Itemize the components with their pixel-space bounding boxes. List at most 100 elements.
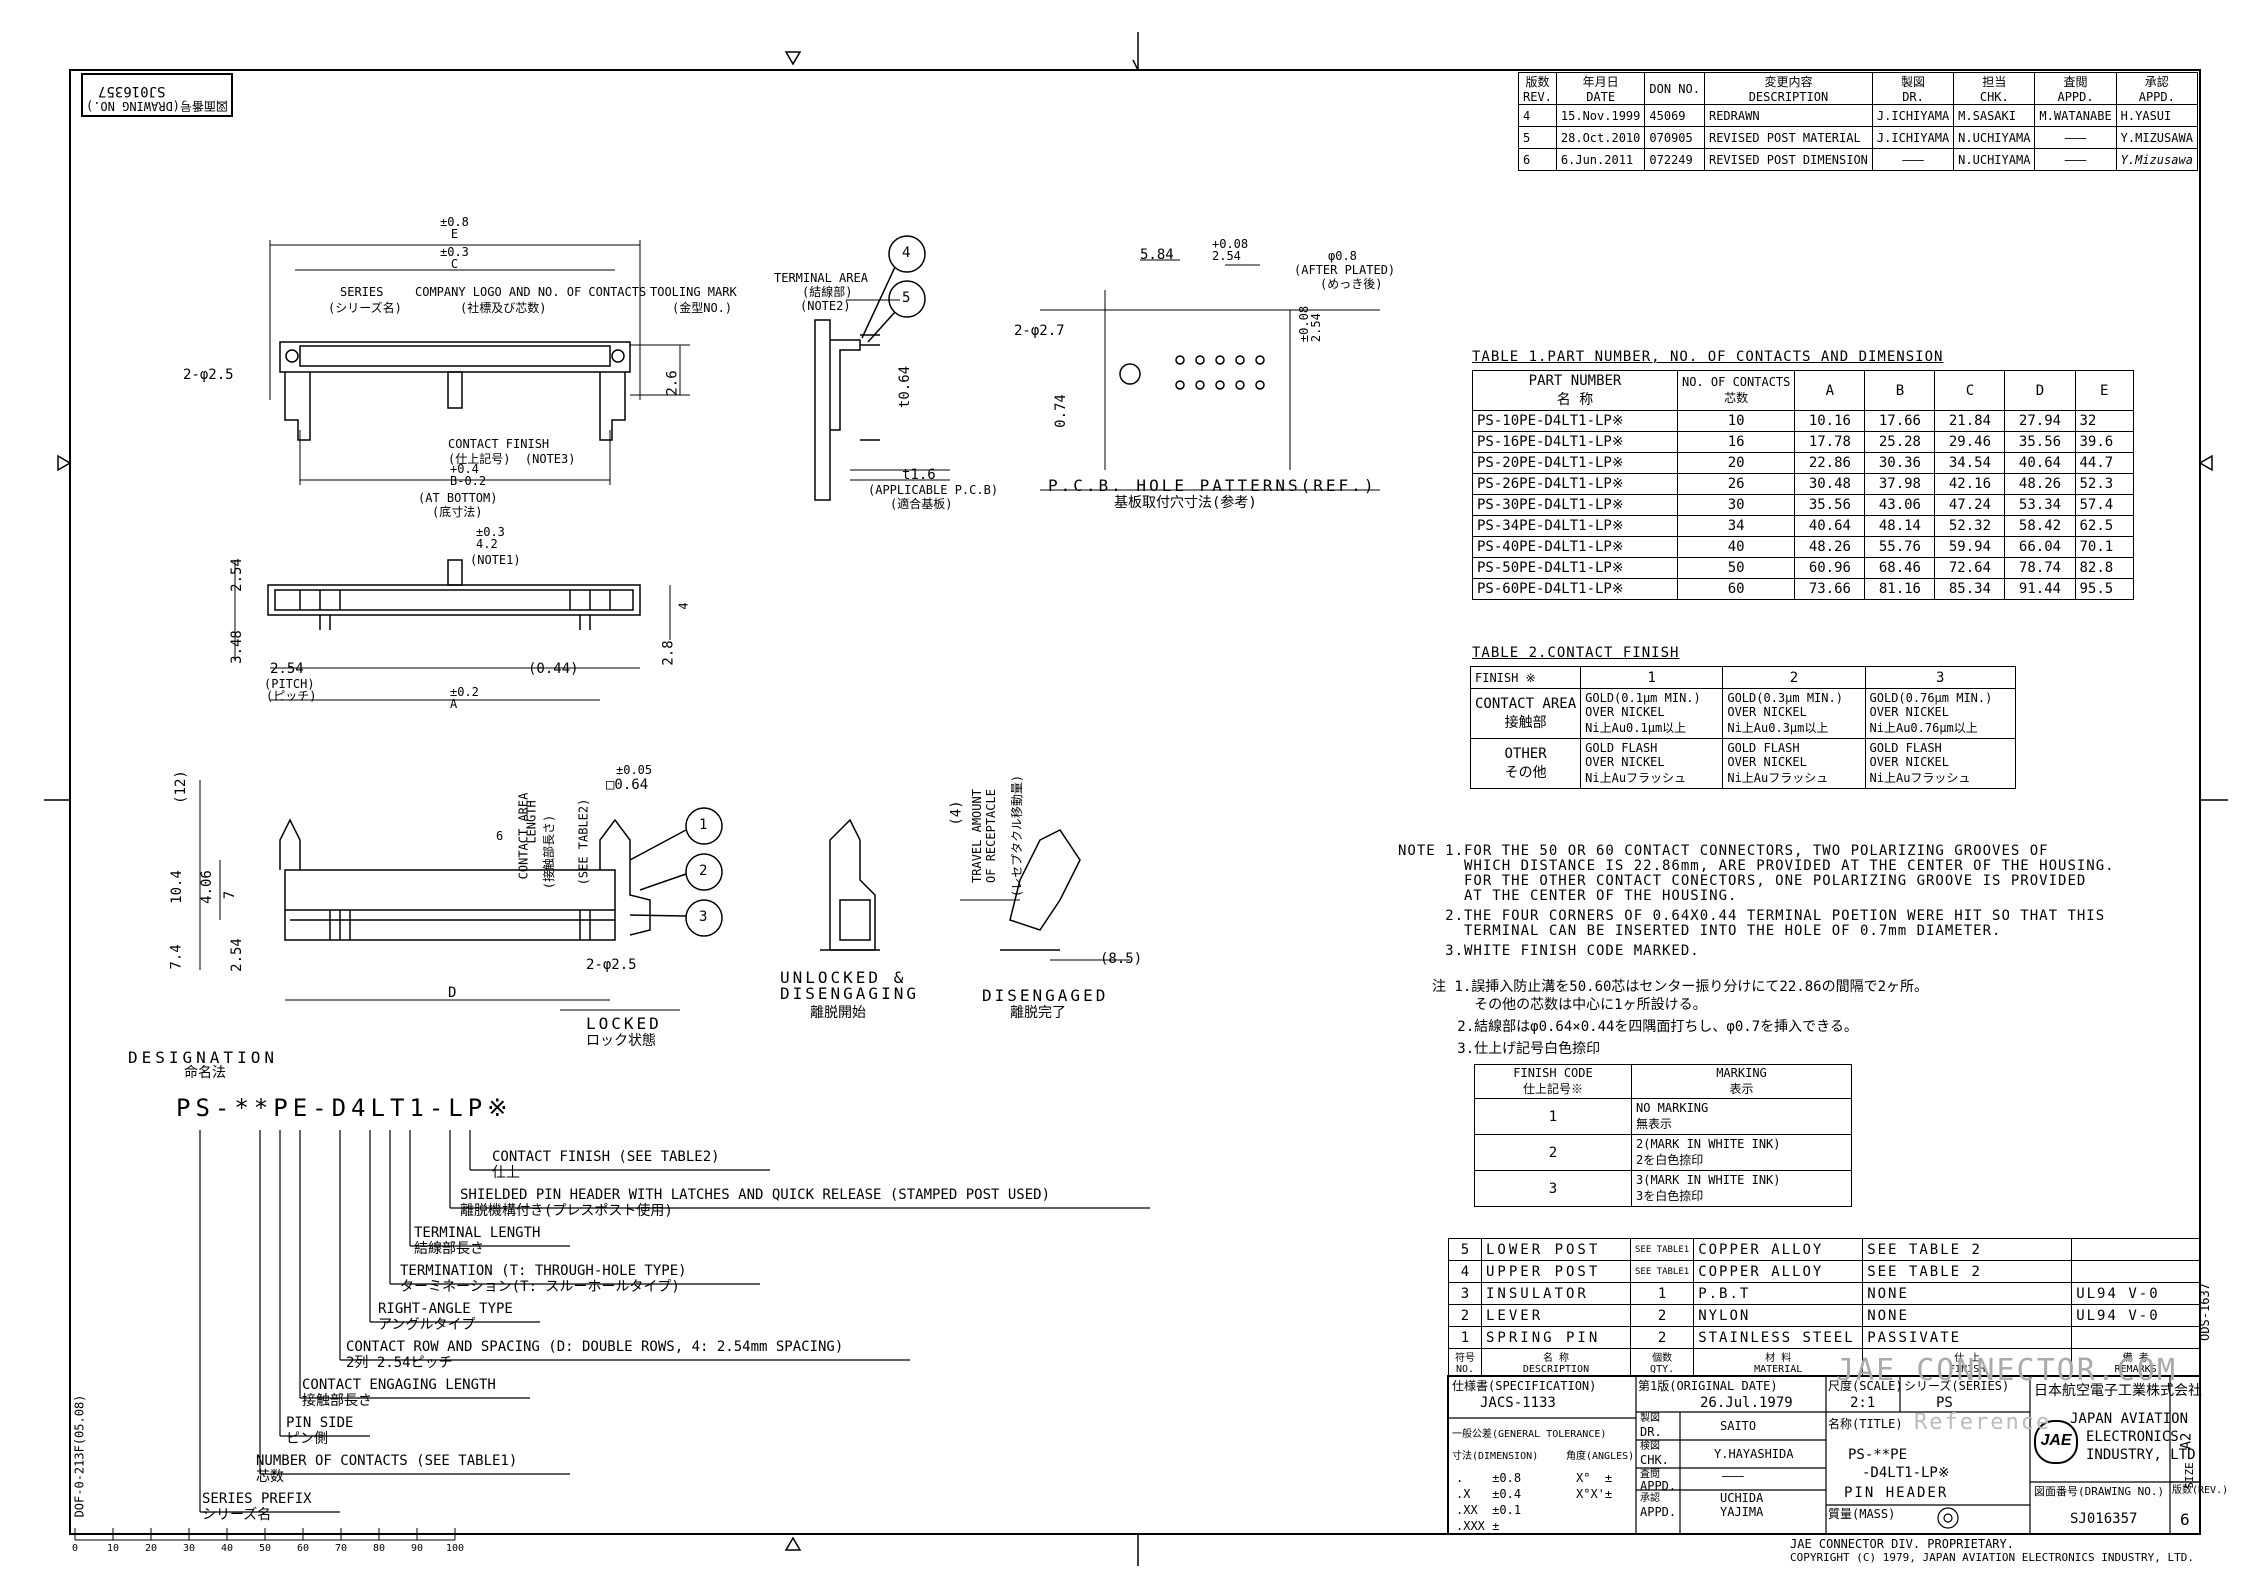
tol-dim-label: 寸法(DIMENSION) [1452, 1451, 1539, 1462]
label-disengaging: DISENGAGING [780, 984, 919, 1003]
label-travel-1: TRAVEL AMOUNT [969, 789, 984, 883]
designation-item-3-ja: 結線部長さ [414, 1241, 484, 1257]
dim-348: 3.48 [228, 630, 245, 664]
appd-en: APPD. [1640, 1479, 1677, 1493]
appd2-ja: 承認 [1640, 1493, 1660, 1504]
label-pcb: (APPLICABLE P.C.B) [868, 483, 999, 497]
dim-sq064: □0.64 [606, 777, 649, 793]
dim-26: 2.6 [664, 370, 681, 396]
designation-item-7: CONTACT ENGAGING LENGTH [302, 1377, 496, 1393]
label-pitch-ja: (ピッチ) [266, 689, 317, 703]
label-logo: COMPANY LOGO AND NO. OF CONTACTS [415, 285, 647, 299]
label-contact-area-ja: (接触部長さ) [542, 814, 557, 890]
label-tooling-ja: (金型NO.) [672, 301, 733, 315]
label-disengaged: DISENGAGED [982, 986, 1109, 1005]
size-value: A2 [2178, 1432, 2195, 1450]
watermark-1: JAE CONNECTOR.COM [1836, 1353, 2178, 1388]
tol-label: 一般公差(GENERAL TOLERANCE) [1452, 1429, 1607, 1440]
label-disengaged-ja: 離脱完了 [1010, 1005, 1066, 1021]
designation-item-1-ja: 仕上 [492, 1165, 520, 1181]
designation-item-2-ja: 離脱機構付き(プレスポスト使用) [460, 1203, 673, 1219]
label-terminal-area-ja: (結線部) [802, 285, 853, 299]
designation-item-5-ja: アングルタイプ [378, 1317, 476, 1333]
designation-code: PS-**PE-D4LT1-LP※ [176, 1094, 513, 1122]
dr-value: SAITO [1720, 1419, 1757, 1433]
dim-85: (8.5) [1100, 951, 1143, 967]
label-contact-finish: CONTACT FINISH [448, 437, 550, 451]
ruler-label: 100 [446, 1543, 465, 1554]
dim-tol-005: ±0.05 [616, 763, 653, 777]
table2-title: TABLE 2.CONTACT FINISH [1472, 645, 1680, 661]
tol-row-4: .XXX ± [1456, 1519, 1500, 1533]
label-at-bottom-ja: (底寸法) [432, 505, 483, 519]
designation-item-4-ja: ターミネーション(T: スルーホールタイプ) [400, 1279, 680, 1295]
callout-5: 5 [902, 290, 911, 306]
orig-value: 26.Jul.1979 [1700, 1395, 1793, 1411]
label-locked-ja: ロック状態 [586, 1033, 656, 1049]
scale-value: 2:1 [1850, 1395, 1876, 1411]
scale-ruler [74, 1528, 456, 1541]
label-note2: (NOTE2) [800, 299, 851, 313]
table1-title: TABLE 1.PART NUMBER, NO. OF CONTACTS AND… [1472, 349, 1944, 365]
designation-item-9: NUMBER OF CONTACTS (SEE TABLE1) [256, 1453, 518, 1469]
dim-74: 7.4 [168, 944, 185, 970]
dim-a42: ±0.3 4.2 [476, 525, 505, 551]
sheet-border [69, 69, 2201, 1535]
dim-c: ±0.3 C [440, 245, 469, 271]
ruler-label: 60 [297, 1543, 310, 1554]
appd2-en: APPD. [1640, 1505, 1677, 1519]
terminal-side-view [814, 235, 950, 501]
label-logo-ja: (社標及び芯数) [460, 301, 547, 315]
label-unlock-ja: 離脱開始 [810, 1005, 866, 1021]
dim-074: 0.74 [1052, 394, 1069, 428]
label-at-bottom: (AT BOTTOM) [418, 491, 498, 505]
ang-row-2: X°X'± [1576, 1487, 1613, 1501]
notes-en: NOTE 1.FOR THE 50 OR 60 CONTACT CONNECTO… [1398, 843, 2115, 959]
designation-item-6: CONTACT ROW AND SPACING (D: DOUBLE ROWS,… [346, 1339, 844, 1355]
chk-en: CHK. [1640, 1453, 1669, 1467]
orig-label: 第1版(ORIGINAL DATE) [1638, 1379, 1778, 1393]
designation-title: DESIGNATION [128, 1048, 278, 1067]
dim-t064: t0.64 [897, 365, 914, 409]
company-en-1: JAPAN AVIATION [2070, 1411, 2189, 1427]
spec-label: 仕様書(SPECIFICATION) [1452, 1379, 1597, 1393]
rev-label: 版数(REV.) [2172, 1485, 2229, 1496]
ruler-label: 40 [221, 1543, 234, 1554]
dim-phi08: φ0.8 [1328, 249, 1357, 263]
dim-side-254: 2.54 [228, 938, 245, 972]
ang-row-1: X° ± [1576, 1471, 1613, 1485]
designation-item-6-ja: 2列 2.54ピッチ [346, 1355, 453, 1371]
designation-item-2: SHIELDED PIN HEADER WITH LATCHES AND QUI… [460, 1187, 1051, 1203]
callout-4: 4 [902, 245, 911, 261]
designation-item-7-ja: 接触部長さ [302, 1393, 372, 1409]
dim-4: 4 [676, 602, 691, 610]
designation-item-4: TERMINATION (T: THROUGH-HOLE TYPE) [400, 1263, 687, 1279]
company-en-2: ELECTRONICS [2086, 1429, 2179, 1445]
pcb-title: P.C.B. HOLE PATTERNS(REF.) [1048, 476, 1377, 495]
tol-row-3: .XX ±0.1 [1456, 1503, 1522, 1517]
unlocked-view [820, 818, 880, 951]
designation-item-3: TERMINAL LENGTH [414, 1225, 541, 1241]
label-contact-length: LENGTH [524, 800, 539, 844]
copyright: COPYRIGHT (C) 1979, JAPAN AVIATION ELECT… [1790, 1551, 2194, 1564]
dim-104: 10.4 [168, 870, 185, 904]
